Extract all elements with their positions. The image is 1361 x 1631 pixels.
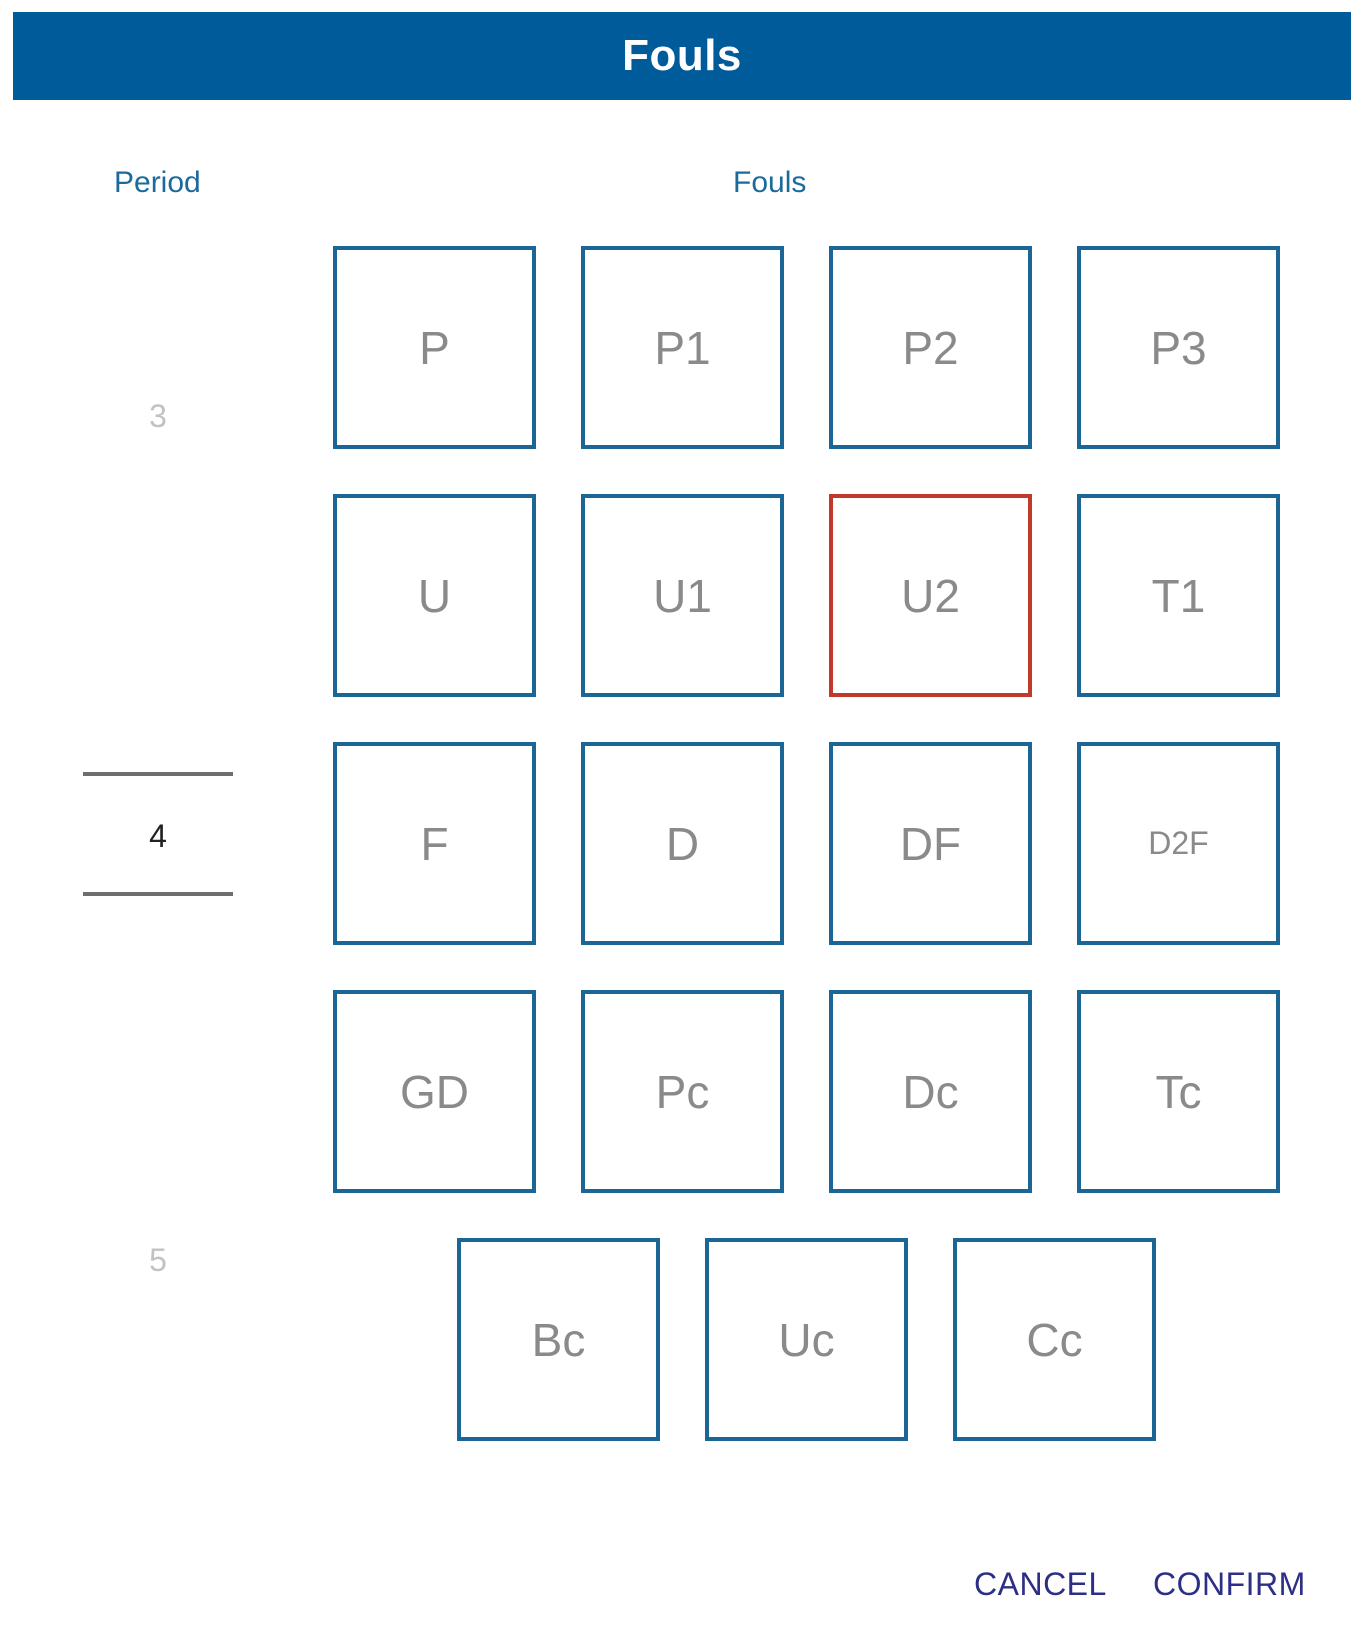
foul-button-f[interactable]: F [333, 742, 536, 945]
dialog-title: Fouls [622, 31, 742, 80]
foul-button-u1[interactable]: U1 [581, 494, 784, 697]
foul-button-p[interactable]: P [333, 246, 536, 449]
foul-button-t1[interactable]: T1 [1077, 494, 1280, 697]
dialog-title-bar: Fouls [13, 12, 1351, 100]
foul-button-df[interactable]: DF [829, 742, 1032, 945]
foul-button-u[interactable]: U [333, 494, 536, 697]
foul-button-tc[interactable]: Tc [1077, 990, 1280, 1193]
foul-button-gd[interactable]: GD [333, 990, 536, 1193]
confirm-button[interactable]: CONFIRM [1153, 1566, 1306, 1602]
foul-button-p2[interactable]: P2 [829, 246, 1032, 449]
foul-button-uc[interactable]: Uc [705, 1238, 908, 1441]
period-option-selected[interactable]: 4 [149, 818, 167, 854]
foul-button-d[interactable]: D [581, 742, 784, 945]
foul-button-d2f[interactable]: D2F [1077, 742, 1280, 945]
foul-button-pc[interactable]: Pc [581, 990, 784, 1193]
foul-button-p1[interactable]: P1 [581, 246, 784, 449]
foul-button-p3[interactable]: P3 [1077, 246, 1280, 449]
foul-button-dc[interactable]: Dc [829, 990, 1032, 1193]
period-option-next[interactable]: 5 [149, 1242, 167, 1278]
period-header: Period [114, 166, 201, 199]
foul-button-cc[interactable]: Cc [953, 1238, 1156, 1441]
cancel-button[interactable]: CANCEL [974, 1566, 1107, 1602]
foul-button-u2[interactable]: U2 [829, 494, 1032, 697]
foul-button-bc[interactable]: Bc [457, 1238, 660, 1441]
picker-divider-top [83, 772, 233, 776]
period-option-previous[interactable]: 3 [149, 398, 167, 434]
fouls-header: Fouls [733, 166, 807, 199]
picker-divider-bottom [83, 892, 233, 896]
period-picker[interactable]: 3 4 5 [80, 360, 236, 1280]
